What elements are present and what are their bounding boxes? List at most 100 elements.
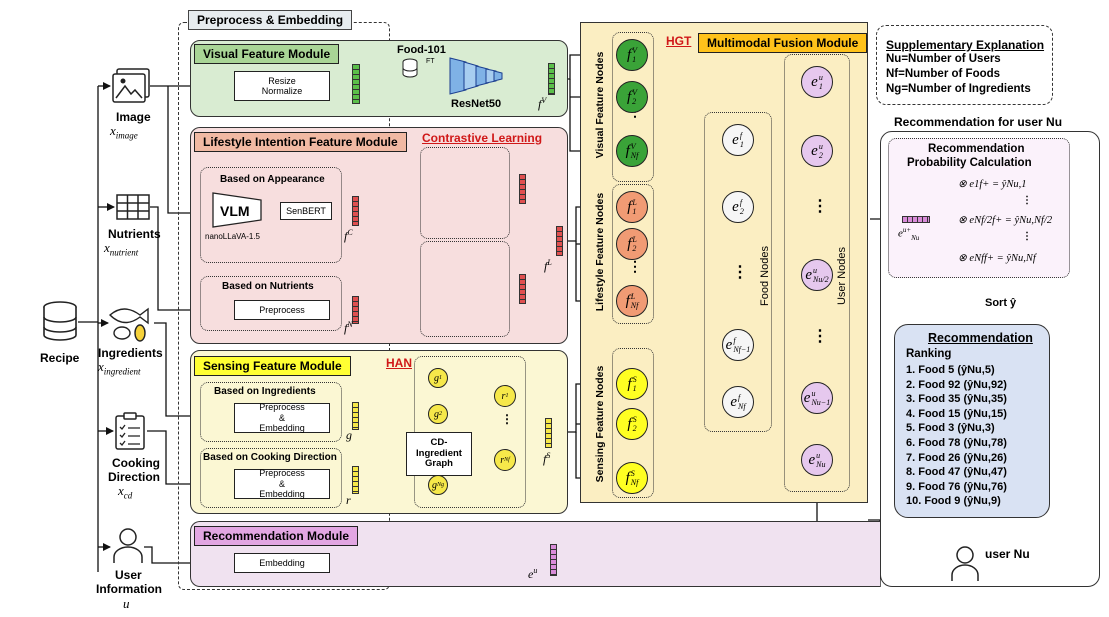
ingredients-sub-label: Based on Ingredients [214,386,316,397]
eu-var: e [528,567,534,581]
food-node-n-sub: Nf [738,402,746,411]
food-nodes-label: Food Nodes [759,246,771,306]
ranking-label: Ranking [906,348,952,360]
r1-sub: 1 [505,393,509,399]
cooking-var-x: x [118,483,124,498]
visual-nodes-label: Visual Feature Nodes [594,51,606,159]
eu-vector [550,544,557,576]
food-node-n-var: e [730,393,738,410]
eu-plus-sub: Nu [911,233,920,242]
prob-dots-1: ⋮ [1022,195,1032,206]
fc-vector [352,196,359,226]
ingredients-icon [108,303,154,343]
nutrient-preprocess-box: Preprocess [234,300,330,320]
user-node-n-minus-1-var: e [803,389,811,406]
fl-label: fL [544,258,552,274]
lifestyle-node-2-var: f [627,235,632,252]
sensing-node-2-sup: S [632,415,637,424]
ranking-item: 2. Food 92 (ŷNu,92) [906,378,1007,391]
prob-calc-box [888,138,1070,278]
lifestyle-module-title: Lifestyle Intention Feature Module [194,132,407,152]
visual-prefeature-vector [352,64,360,104]
user-node-1-var: e [811,73,818,90]
cooking-label-2: Direction [108,470,161,484]
nutrients-var: xnutrient [104,240,138,258]
lifestyle-node-1-var: f [627,198,632,215]
lifestyle-nodes-box [612,184,654,324]
visual-node-n-sub: Nf [630,151,639,160]
user-label-2: Information [96,582,162,596]
gn-var: g [431,479,437,491]
ingredients-label: Ingredients [98,346,163,360]
user-var: u [123,596,130,611]
fc-label: fC [344,228,353,244]
appearance-label: Based on Appearance [220,174,325,185]
cooking-var-sub: cd [123,490,133,501]
fl-var: f [544,259,548,273]
sensing-node-2-var: f [627,415,632,432]
visual-node-2-sup: V [632,88,638,97]
image-var: ximage [110,123,138,141]
ingredients-var-x: x [98,359,104,374]
cooking-var: xcd [118,483,132,501]
sensing-nodes-box [612,348,654,498]
fl-sup: L [547,258,552,267]
contrastive-learning-label: Contrastive Learning [422,131,543,145]
eu-plus-var: e [898,227,903,240]
ranking-item: 6. Food 78 (ŷNu,78) [906,436,1007,449]
food-node-n-minus-1-sup: f [733,336,736,345]
rec-for-user-label: Recommendation for user Nu [894,115,1063,129]
ranking-item: 10. Food 9 (ŷNu,9) [906,495,1001,508]
resnet-layers-icon [446,54,516,98]
visual-module-title: Visual Feature Module [194,44,340,64]
supplementary-title: Supplementary Explanation [886,38,1045,52]
fn-label: fN [344,320,353,336]
food-node-n-sup: f [738,393,741,402]
user-node-2-sup: u [818,142,823,151]
lifestyle-node-1-sub: 1 [632,207,637,216]
g-vector [352,402,359,430]
food-node-2-sup: f [739,198,743,207]
recipe-database-icon [42,301,78,343]
user-label-1: User [115,568,142,582]
sort-label: Sort ŷ [985,297,1017,309]
ingredients-var-sub: ingredient [103,366,141,377]
lifestyle-nodes-dots: ⋮ [628,258,642,274]
fusion-module-title: Multimodal Fusion Module [698,33,868,53]
resnet50-label: ResNet50 [451,98,502,110]
cooking-preprocess-box: Preprocess & Embedding [234,468,330,499]
recommendation-module-title: Recommendation Module [194,526,359,546]
image-var-x: x [110,123,116,138]
visual-node-2-var: f [626,88,632,105]
ranking-list: 1. Food 5 (ŷNu,5)2. Food 92 (ŷNu,92)3. F… [906,363,1050,509]
nutrients-var-x: x [104,240,110,255]
sensing-node-1-sup: S [632,375,637,384]
image-var-sub: image [115,130,138,141]
recipe-label: Recipe [40,351,80,365]
user-node-n-sub: Nu [816,460,826,469]
image-label: Image [116,110,151,124]
fc-var: f [344,229,348,243]
graph-line3: Graph [425,458,453,470]
sensing-node-1-sub: 1 [632,384,637,393]
graph-line1: CD- [430,436,448,448]
user-node-n-minus-1-sub: Nu−1 [811,398,831,407]
